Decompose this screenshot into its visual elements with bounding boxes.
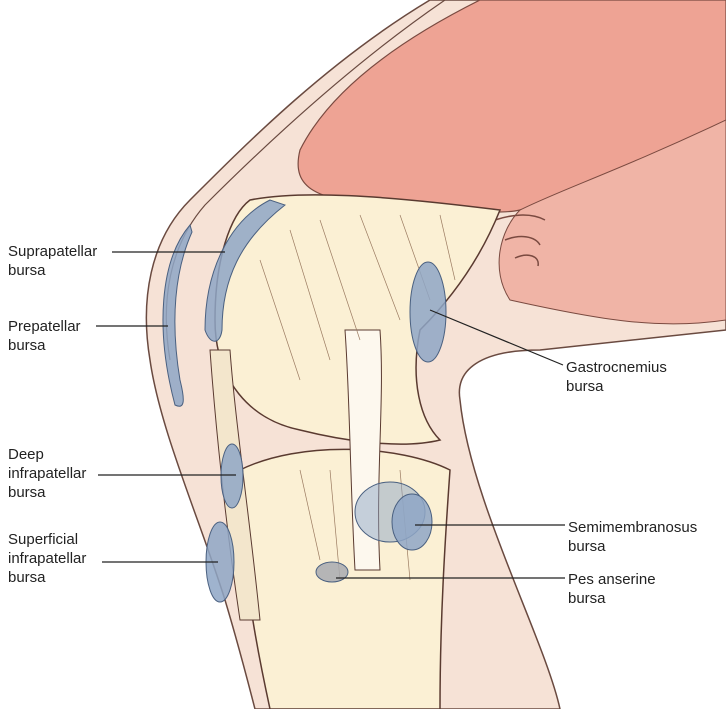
label-line: Suprapatellar	[8, 243, 98, 260]
label-suprapatellar-bursa: Suprapatellar bursa	[8, 242, 97, 280]
label-line: Prepatellar	[8, 318, 81, 335]
label-prepatellar-bursa: Prepatellar bursa	[8, 317, 81, 355]
suprapatellar-bursa	[204, 199, 287, 342]
label-line: bursa	[566, 378, 604, 395]
label-line: Pes anserine	[568, 571, 656, 588]
label-line: Deep	[8, 446, 44, 463]
label-line: bursa	[568, 590, 606, 607]
pes-anserine-bursa	[315, 561, 349, 583]
label-gastrocnemius-bursa: Gastrocnemius bursa	[566, 358, 667, 396]
leader-lines	[96, 251, 565, 579]
tibia	[239, 448, 451, 709]
label-pes-anserine-bursa: Pes anserine bursa	[568, 570, 656, 608]
label-line: bursa	[568, 538, 606, 555]
prepatellar-bursa	[162, 223, 193, 407]
label-deep-infrapatellar-bursa: Deep infrapatellar bursa	[8, 445, 86, 502]
label-line: bursa	[8, 337, 46, 354]
gastrocnemius-bursa	[409, 261, 447, 363]
deep-infrapatellar-bursa	[220, 443, 244, 509]
label-line: Superficial	[8, 531, 79, 548]
label-line: bursa	[8, 484, 46, 501]
label-line: bursa	[8, 262, 46, 279]
label-superficial-infrapatellar-bursa: Superficial infrapatellar bursa	[8, 530, 86, 587]
label-line: Gastrocnemius	[566, 359, 667, 376]
label-line: infrapatellar	[8, 550, 87, 567]
label-line: bursa	[8, 569, 46, 586]
label-semimembranosus-bursa: Semimembranosus bursa	[568, 518, 697, 556]
hamstring-muscle	[498, 119, 726, 325]
label-line: Semimembranosus	[568, 519, 698, 536]
label-line: infrapatellar	[8, 465, 87, 482]
semimembranosus-bursa	[391, 493, 433, 551]
